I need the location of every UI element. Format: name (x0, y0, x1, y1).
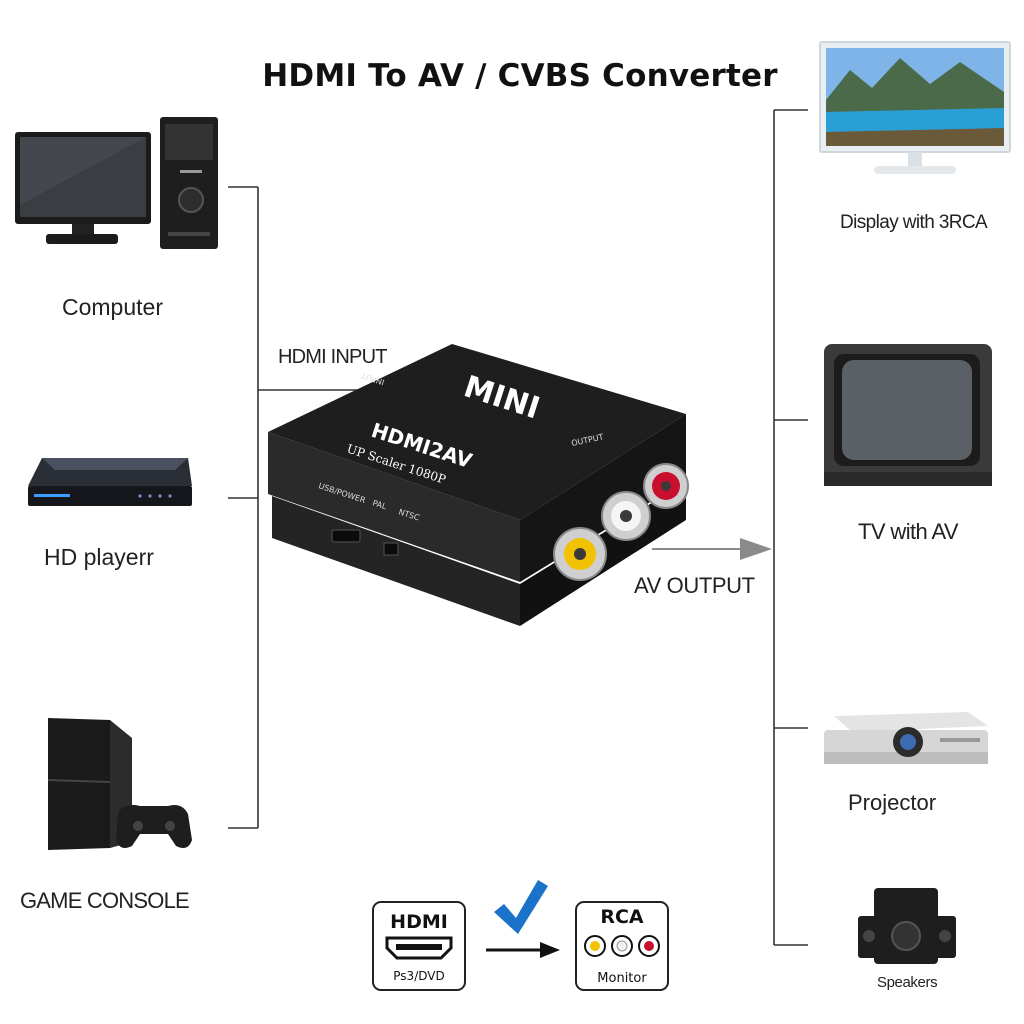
input-label-hd-player: HD playerr (44, 544, 154, 570)
tv-icon (824, 344, 992, 486)
legend-rca-card: RCA Monitor (575, 901, 669, 991)
output-label-projector: Projector (848, 790, 937, 815)
output-label-display: Display with 3RCA (840, 212, 988, 233)
legend-arrow-icon (486, 942, 560, 958)
hdmi-port-icon (385, 936, 453, 960)
rca-jack-red (643, 463, 689, 509)
computer-icon (15, 117, 218, 249)
output-bracket (773, 109, 808, 946)
input-label-game-console: GAME CONSOLE (20, 888, 190, 913)
game-console-icon (47, 718, 192, 850)
speakers-icon (858, 888, 956, 964)
legend-hdmi-card: HDMI Ps3/DVD (372, 901, 466, 991)
device-port-input-text: INPUT (360, 371, 386, 387)
input-bracket (228, 186, 360, 829)
device-switch-pal-text: PAL (371, 498, 388, 511)
legend-hdmi-title: HDMI (390, 911, 448, 933)
hdmi2av-converter: MINI HDMI2AV UP Scaler 1080P INPUT OUTPU… (268, 344, 689, 626)
legend-checkmark-icon (494, 880, 548, 934)
av-output-label: AV OUTPUT (634, 573, 755, 598)
input-label-computer: Computer (62, 294, 163, 320)
hd-player-icon (28, 458, 192, 506)
rca-plugs-icon (584, 935, 660, 957)
projector-icon (824, 712, 988, 764)
display-icon (819, 41, 1011, 174)
output-label-speakers: Speakers (877, 974, 938, 991)
rca-jack-yellow (553, 527, 607, 581)
output-label-tv: TV with AV (858, 519, 959, 544)
legend-hdmi-caption: Ps3/DVD (393, 969, 444, 983)
legend-rca-title: RCA (600, 906, 644, 928)
rca-jack-white (601, 491, 651, 541)
hdmi-input-label: HDMI INPUT (278, 346, 387, 368)
page-title: HDMI To AV / CVBS Converter (262, 58, 778, 94)
legend-rca-caption: Monitor (597, 971, 647, 986)
av-output-arrow (652, 538, 772, 560)
